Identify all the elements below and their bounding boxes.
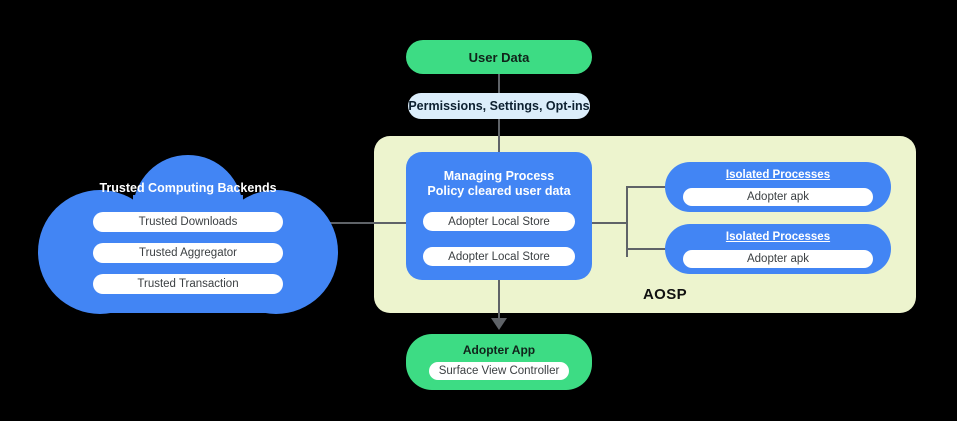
node-adopter-app[interactable]: Adopter App Surface View Controller bbox=[406, 334, 592, 390]
cloud-item-trusted-aggregator[interactable]: Trusted Aggregator bbox=[93, 243, 283, 263]
cloud-item-trusted-transaction[interactable]: Trusted Transaction bbox=[93, 274, 283, 294]
connector-branch-stub bbox=[592, 222, 627, 224]
arrow-down-icon bbox=[491, 318, 507, 330]
isolated-process-1-title: Isolated Processes bbox=[725, 169, 831, 181]
connector-managing-process-to-adopter-app bbox=[498, 280, 500, 324]
connector-branch-to-isolated-2 bbox=[626, 248, 666, 250]
trusted-computing-cloud: Trusted Computing Backends Trusted Downl… bbox=[38, 155, 338, 315]
connector-permissions-to-managing-process bbox=[498, 119, 500, 152]
surface-view-controller[interactable]: Surface View Controller bbox=[429, 362, 569, 380]
connector-cloud-to-managing-process bbox=[330, 222, 406, 224]
aosp-region-label: AOSP bbox=[642, 285, 688, 303]
node-isolated-process-2[interactable]: Isolated Processes Adopter apk bbox=[665, 224, 891, 274]
adopter-app-title: Adopter App bbox=[462, 343, 536, 357]
node-user-data[interactable]: User Data bbox=[406, 40, 592, 74]
connector-branch-to-isolated-1 bbox=[626, 186, 666, 188]
adopter-local-store-2[interactable]: Adopter Local Store bbox=[423, 247, 575, 266]
isolated-process-2-adopter-apk[interactable]: Adopter apk bbox=[683, 250, 873, 268]
node-isolated-process-1[interactable]: Isolated Processes Adopter apk bbox=[665, 162, 891, 212]
cloud-title: Trusted Computing Backends bbox=[99, 181, 277, 195]
isolated-process-1-adopter-apk[interactable]: Adopter apk bbox=[683, 188, 873, 206]
cloud-item-trusted-downloads[interactable]: Trusted Downloads bbox=[93, 212, 283, 232]
connector-branch-vertical bbox=[626, 187, 628, 257]
managing-process-title: Managing Process Policy cleared user dat… bbox=[406, 169, 592, 199]
node-permissions-settings-optins[interactable]: Permissions, Settings, Opt-ins bbox=[408, 93, 590, 119]
isolated-process-2-title: Isolated Processes bbox=[725, 231, 831, 243]
managing-process-title-line1: Managing Process bbox=[443, 169, 555, 183]
managing-process-title-line2: Policy cleared user data bbox=[427, 184, 571, 198]
connector-user-data-to-permissions bbox=[498, 74, 500, 93]
adopter-local-store-1[interactable]: Adopter Local Store bbox=[423, 212, 575, 231]
